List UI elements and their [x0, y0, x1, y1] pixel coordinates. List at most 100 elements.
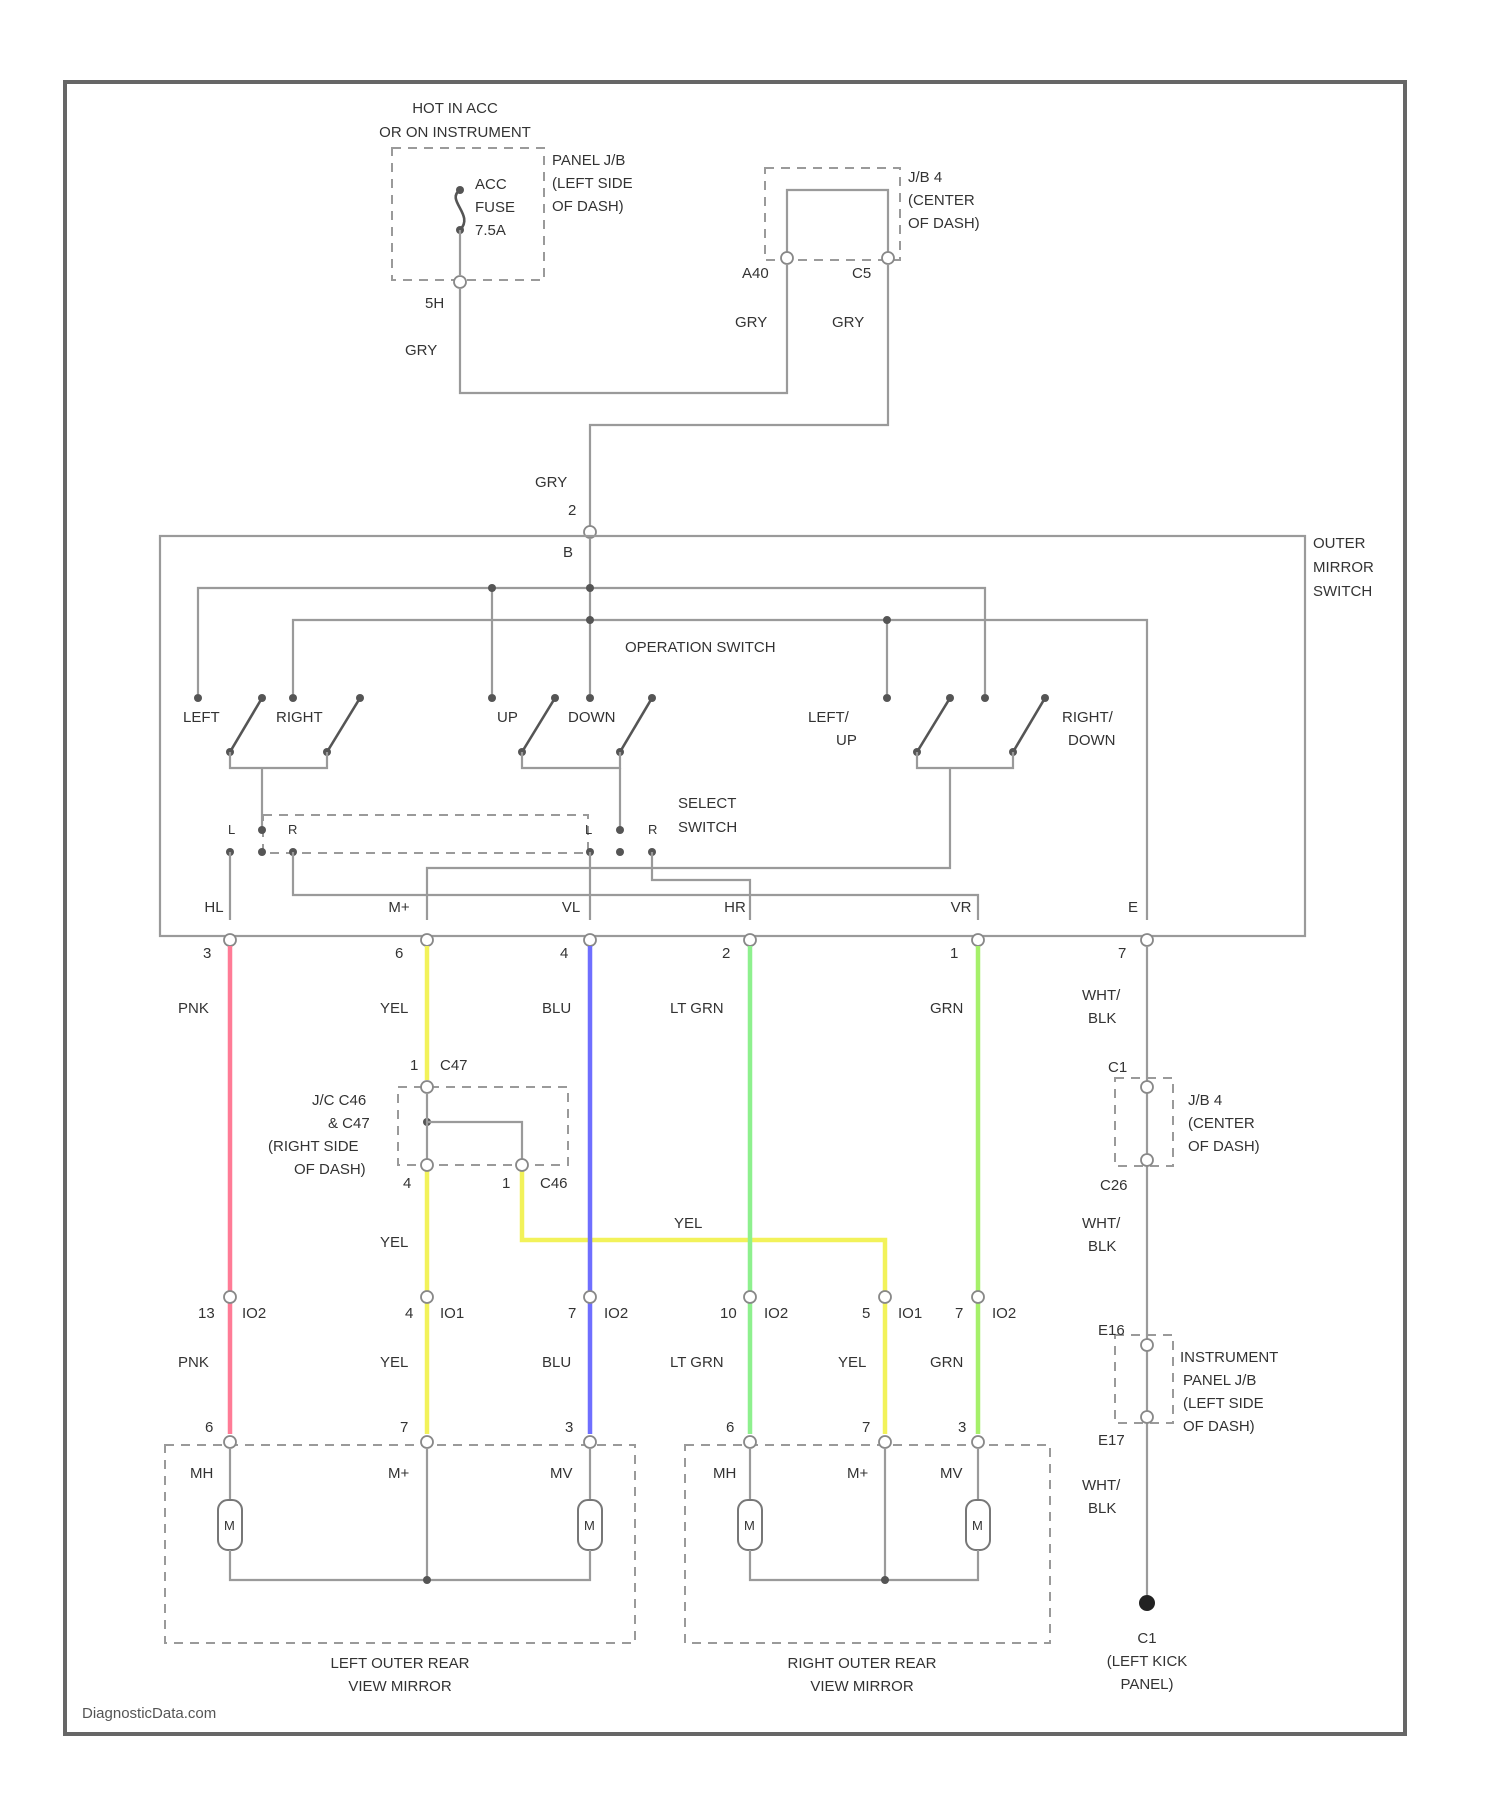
- connector-5-pin: 5: [862, 1305, 870, 1322]
- instrument-jb-pin-bottom: E17: [1098, 1432, 1125, 1449]
- switch-input-pin-top: 2: [568, 502, 576, 519]
- ground-icon: [1139, 1595, 1155, 1611]
- switch-leftup-rightdown: [427, 694, 1049, 920]
- wht-blk-3a: WHT/: [1082, 1477, 1121, 1494]
- jb4-bottom-label-2: (CENTER: [1188, 1115, 1255, 1132]
- connector-pin: [584, 1291, 596, 1303]
- jc-conn-top: C47: [440, 1057, 468, 1074]
- right-motor-v-label: M: [972, 1518, 983, 1533]
- switch-input-pin-label: B: [563, 544, 573, 561]
- contact-dot: [194, 694, 202, 702]
- connector-3-conn: IO2: [604, 1305, 628, 1322]
- ground-id: C1: [1137, 1630, 1156, 1647]
- jc-pin-bottom-right: 1: [502, 1175, 510, 1192]
- left-motor-v-label: M: [584, 1518, 595, 1533]
- left-mirror-pin: [224, 1436, 236, 1448]
- connector-4-conn: IO2: [764, 1305, 788, 1322]
- fuse-block-side-1: PANEL J/B: [552, 152, 625, 169]
- wire-label-grn: GRN: [930, 1000, 963, 1017]
- jb4-bottom-pin-bottom: C26: [1100, 1177, 1128, 1194]
- ground-path: WHT/ BLK C1 C26 J/B 4 (CENTER OF DASH) W…: [1082, 946, 1278, 1693]
- jb4-top-box: [765, 168, 900, 260]
- right-mirror-pin-2: 7: [862, 1419, 870, 1436]
- connector-1-conn: IO2: [242, 1305, 266, 1322]
- select-pos-l1: L: [228, 822, 235, 837]
- contact-dot: [981, 694, 989, 702]
- switch-blade: [327, 698, 360, 752]
- bus-upper: [198, 588, 985, 694]
- terminal-mplus-label: M+: [388, 899, 409, 916]
- jb4-top-label-3: OF DASH): [908, 215, 980, 232]
- select-contact-dot: [258, 848, 266, 856]
- left-mirror-pin-3: 3: [565, 1419, 573, 1436]
- junction-dot: [488, 584, 496, 592]
- connector-2-conn: IO1: [440, 1305, 464, 1322]
- terminal-pin-mplus: 6: [395, 945, 403, 962]
- connector-6-pin: 7: [955, 1305, 963, 1322]
- inline-connectors: 13 IO2 4 IO1 7 IO2 10 IO2 5 IO1 7 IO2: [198, 1291, 1016, 1322]
- jb4-pin-a40: [781, 252, 793, 264]
- terminal-hr-label: HR: [724, 899, 746, 916]
- contact-right-label: RIGHT: [276, 709, 323, 726]
- instrument-jb-label-2: PANEL J/B: [1183, 1372, 1256, 1389]
- connector-pin: [224, 1291, 236, 1303]
- contact-dot: [289, 694, 297, 702]
- fuse-label-3: 7.5A: [475, 222, 506, 239]
- wht-blk-1b: BLK: [1088, 1010, 1116, 1027]
- switch-blade: [620, 698, 652, 752]
- outer-mirror-switch-label-3: SWITCH: [1313, 583, 1372, 600]
- jc-pin-top: 1: [410, 1057, 418, 1074]
- wire-label-blu-lower: BLU: [542, 1354, 571, 1371]
- wire-label-yel: YEL: [380, 1000, 408, 1017]
- left-mirror-label-1: LEFT OUTER REAR: [331, 1655, 470, 1672]
- jc-label-4: OF DASH): [294, 1161, 366, 1178]
- jb4-pin-c5: [882, 252, 894, 264]
- switch-link: [427, 768, 950, 920]
- fuse-wire-label: GRY: [405, 342, 437, 359]
- jc-label-3: (RIGHT SIDE: [268, 1138, 359, 1155]
- wire-label-pnk: PNK: [178, 1000, 209, 1017]
- contact-up-label: UP: [497, 709, 518, 726]
- switch-input-wire-label: GRY: [535, 474, 567, 491]
- terminal-pin: [972, 934, 984, 946]
- terminal-pin-vr: 1: [950, 945, 958, 962]
- contact-rightdown-label-1: RIGHT/: [1062, 709, 1114, 726]
- select-pos-r1: R: [288, 822, 297, 837]
- terminal-pin-hl: 3: [203, 945, 211, 962]
- terminal-pin-hr: 2: [722, 945, 730, 962]
- wht-blk-3b: BLK: [1088, 1500, 1116, 1517]
- contact-down-label: DOWN: [568, 709, 616, 726]
- right-mirror-term-mplus: M+: [847, 1465, 868, 1482]
- jc-pin: [421, 1081, 433, 1093]
- ground-label-2: PANEL): [1120, 1676, 1173, 1693]
- instrument-jb-label-3: (LEFT SIDE: [1183, 1395, 1264, 1412]
- right-mirror-label-2: VIEW MIRROR: [810, 1678, 913, 1695]
- wire-label-ltgrn-lower: LT GRN: [670, 1354, 724, 1371]
- contact-left-label: LEFT: [183, 709, 220, 726]
- terminal-pin-e: 7: [1118, 945, 1126, 962]
- terminal-pin: [421, 934, 433, 946]
- left-mirror-label-2: VIEW MIRROR: [348, 1678, 451, 1695]
- left-mirror-pin-2: 7: [400, 1419, 408, 1436]
- jc-box: [398, 1087, 568, 1165]
- fuse-block-side-2: (LEFT SIDE: [552, 175, 633, 192]
- junction-connector: 1 C47 J/C C46 & C47 (RIGHT SIDE OF DASH)…: [268, 1057, 568, 1192]
- wire-yel-crossover: [522, 1165, 885, 1434]
- jb4-top-bus: [787, 190, 888, 253]
- junction-dot: [586, 616, 594, 624]
- instrument-jb-label-4: OF DASH): [1183, 1418, 1255, 1435]
- jc-label-2: & C47: [328, 1115, 370, 1132]
- left-mirror-term-mh: MH: [190, 1465, 213, 1482]
- connector-5-conn: IO1: [898, 1305, 922, 1322]
- right-mirror-pin: [879, 1436, 891, 1448]
- wire-label-yel-right-lower: YEL: [838, 1354, 866, 1371]
- connector-pin: [744, 1291, 756, 1303]
- wire-label-blu: BLU: [542, 1000, 571, 1017]
- right-motor-h-label: M: [744, 1518, 755, 1533]
- right-mirror: 6 7 3 MH M+ MV M M RIGHT OUTER REAR VIEW…: [685, 1419, 1050, 1695]
- jb4-wire-1-label: GRY: [735, 314, 767, 331]
- terminal-pin: [224, 934, 236, 946]
- jb4-bottom-pin: [1141, 1154, 1153, 1166]
- wire-label-yel-lower: YEL: [380, 1354, 408, 1371]
- jb4-bottom-pin: [1141, 1081, 1153, 1093]
